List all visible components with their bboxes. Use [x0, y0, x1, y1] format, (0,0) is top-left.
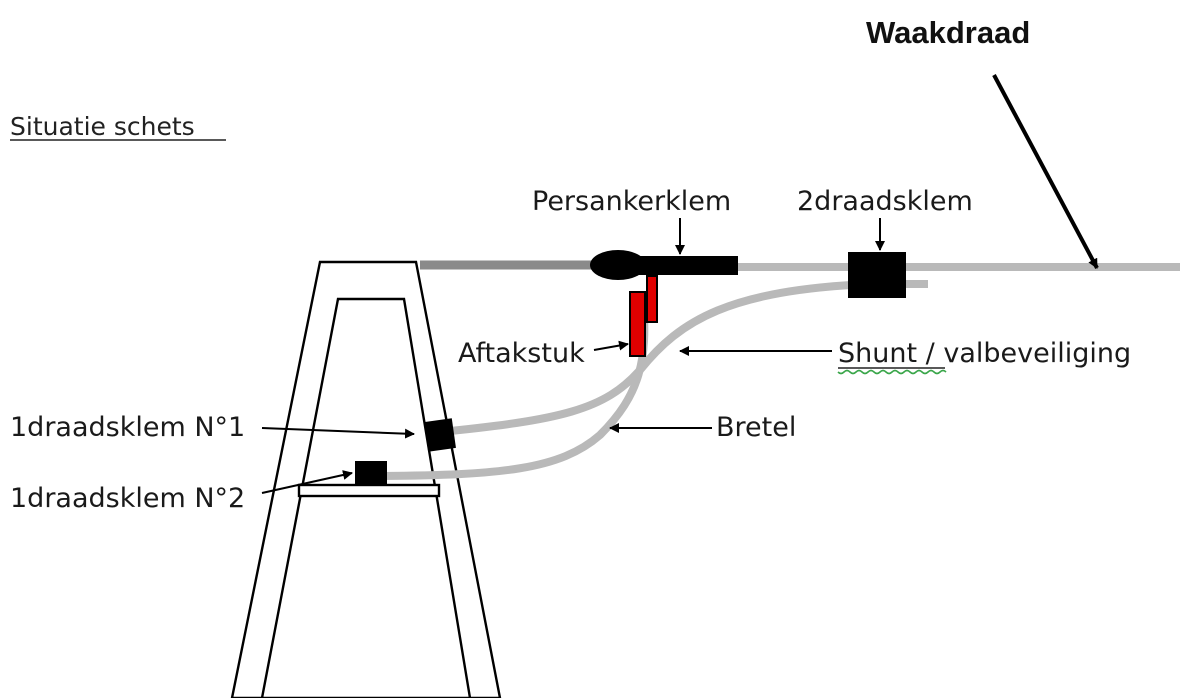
- label-tweedraadsklem: 2draadsklem: [797, 186, 973, 217]
- label-shunt-valbeveiliging: Shunt / valbeveiliging: [838, 338, 1131, 369]
- label-shunt-word: Shunt: [838, 338, 917, 369]
- pylon-crossbar: [297, 483, 441, 498]
- aftakstuk-red-part-2: [646, 275, 658, 323]
- arrow-aftakstuk: [593, 340, 629, 351]
- eendraadsklem1-clamp: [424, 418, 456, 452]
- label-eendraadsklem2: 1draadsklem N°2: [10, 483, 245, 514]
- arrow-eendraadsklem2: [261, 470, 353, 494]
- arrow-eendraadsklem1: [261, 427, 415, 439]
- pylon-inner-frame: [260, 297, 472, 698]
- eendraadsklem2-clamp: [355, 461, 387, 485]
- aftakstuk-red-part-1: [629, 291, 646, 357]
- diagram-title: Waakdraad: [866, 15, 1030, 50]
- persankerklem-bar: [630, 256, 738, 275]
- label-aftakstuk: Aftakstuk: [458, 338, 585, 369]
- diagram-subtitle: Situatie schets: [10, 112, 195, 141]
- label-eendraadsklem1: 1draadsklem N°1: [10, 412, 245, 443]
- label-bretel: Bretel: [716, 412, 796, 443]
- arrow-waakdraad: [992, 74, 1099, 269]
- label-valbeveiliging: valbeveiliging: [943, 338, 1131, 369]
- label-persankerklem: Persankerklem: [532, 186, 731, 217]
- label-slash: /: [926, 338, 936, 369]
- tweedraadsklem-clamp: [848, 252, 906, 298]
- shunt-spellcheck-squiggle: [837, 369, 947, 375]
